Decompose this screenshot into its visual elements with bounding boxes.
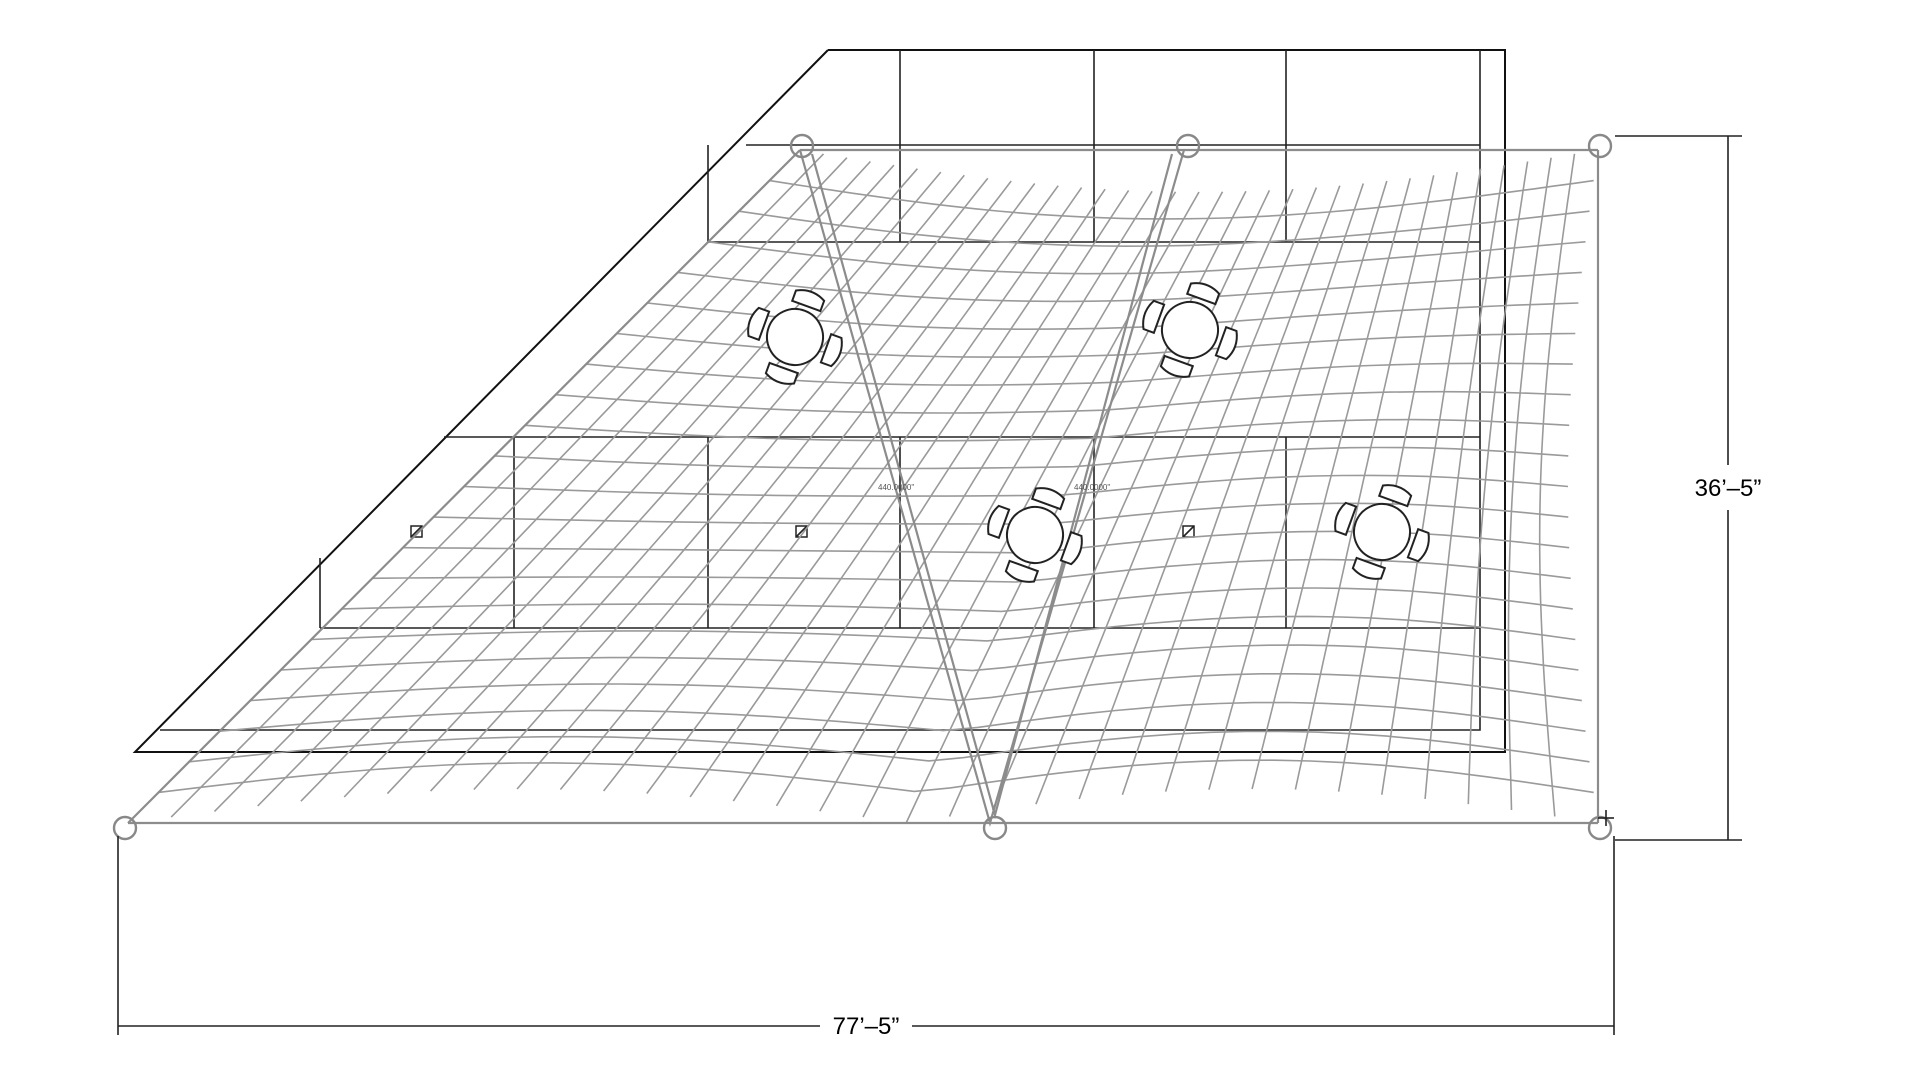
dimension-width: 77’–5” <box>117 836 1615 1040</box>
mesh-line <box>905 191 1224 824</box>
mast-anchor <box>1587 133 1613 159</box>
table-set <box>747 289 843 385</box>
mesh-line <box>555 390 1571 414</box>
mast-anchor <box>982 815 1008 841</box>
chair <box>790 289 826 313</box>
chair <box>1030 487 1066 511</box>
mesh-line <box>1208 180 1388 790</box>
mast-anchor <box>1587 815 1613 841</box>
mesh-line <box>1424 165 1505 799</box>
width-dimension-label: 77’–5” <box>833 1013 900 1040</box>
mesh-line <box>708 241 1586 275</box>
chair <box>987 504 1011 540</box>
mesh-line <box>516 180 1012 790</box>
mesh-line <box>1251 178 1411 790</box>
chair <box>1059 530 1083 566</box>
height-dimension-label: 36’–5” <box>1695 475 1762 502</box>
chair <box>819 332 843 368</box>
chair <box>1406 527 1430 563</box>
table-top <box>1006 506 1064 564</box>
mesh-line <box>494 446 1569 470</box>
chair <box>1159 354 1195 378</box>
mast-anchors <box>112 133 1614 841</box>
mesh-line <box>219 701 1586 732</box>
mesh-line <box>257 160 871 807</box>
mesh-line <box>586 362 1573 386</box>
mesh-line <box>300 164 895 802</box>
mesh-line <box>819 191 1177 812</box>
mesh-line <box>769 179 1594 220</box>
mast-label-left: 440.0000" <box>878 483 914 492</box>
table-top <box>1161 301 1219 359</box>
mesh-line <box>738 210 1590 248</box>
mesh-line <box>775 190 1153 807</box>
mesh-line <box>1337 171 1458 792</box>
mast-cables <box>127 148 1600 828</box>
mesh-line <box>386 171 942 795</box>
chair <box>747 306 771 342</box>
chair <box>1351 556 1387 580</box>
table-set <box>1334 484 1430 580</box>
mesh-line <box>677 271 1582 303</box>
mesh-line <box>158 759 1594 794</box>
chair <box>764 361 800 385</box>
mesh-line <box>602 185 1059 792</box>
table-top <box>766 308 824 366</box>
chair <box>1142 299 1166 335</box>
chair <box>1334 501 1358 537</box>
mast-anchor <box>789 133 815 159</box>
mesh-line <box>463 474 1569 498</box>
mesh-line <box>250 673 1582 702</box>
mesh-line <box>372 558 1571 583</box>
mesh-line <box>862 191 1200 818</box>
building-outline <box>132 49 1506 753</box>
table-set <box>987 487 1083 583</box>
mesh-line <box>1035 188 1294 805</box>
mesh-line <box>525 418 1570 442</box>
chair <box>1185 282 1221 306</box>
table-set <box>1142 282 1238 378</box>
table-top <box>1353 503 1411 561</box>
furniture <box>747 282 1430 583</box>
chair <box>1377 484 1413 508</box>
mesh-line <box>1294 175 1435 790</box>
mesh-line <box>646 187 1083 794</box>
dimension-height: 36’–5” <box>1615 135 1762 841</box>
mesh-line <box>213 157 848 812</box>
shade-sail-mesh <box>158 153 1594 824</box>
mast-anchor <box>112 815 138 841</box>
mesh-line <box>1078 187 1318 800</box>
chair <box>1004 559 1040 583</box>
mast-anchor <box>1175 133 1201 159</box>
mesh-line <box>280 644 1579 672</box>
chair <box>1214 325 1238 361</box>
mesh-line <box>189 730 1590 763</box>
mesh-line <box>341 587 1573 613</box>
mast-label-right: 440.0000" <box>1074 483 1110 492</box>
mesh-line <box>311 615 1576 642</box>
